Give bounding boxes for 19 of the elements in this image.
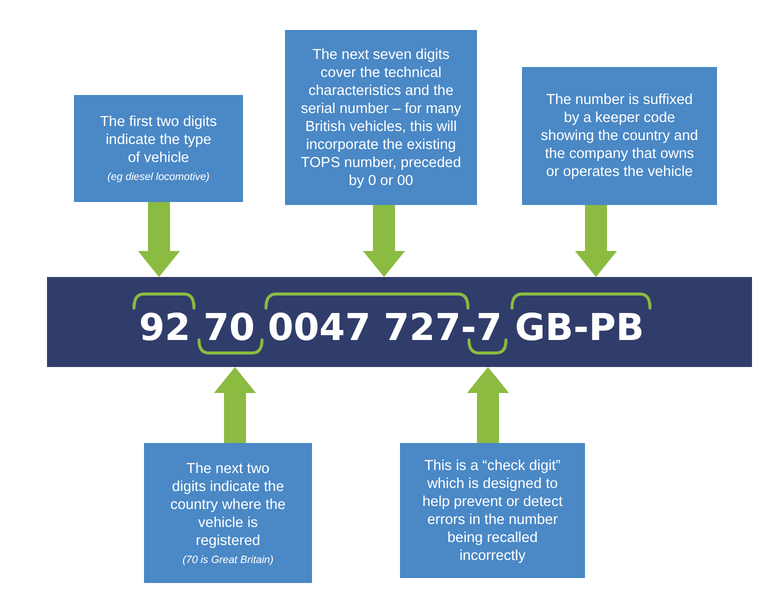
arrow: [363, 205, 405, 277]
number-band: [47, 277, 752, 367]
arrow: [214, 367, 256, 443]
arrow: [575, 205, 617, 277]
description-text: The next seven digits cover the technical characteristics and the serial number – for many British vehicles, this will incorporate the existing TOPS number, preceded by 0 or 00: [300, 46, 462, 190]
description-text: The next two digits indicate the country where the vehicle is registered: [169, 460, 287, 550]
info-box: [285, 30, 477, 205]
info-box: [144, 443, 312, 583]
arrow: [467, 367, 509, 443]
example-note: (eg diesel locomotive): [107, 170, 210, 184]
description-text: The number is suffixed by a keeper code showing the country and the company that owns or operates the vehicle: [540, 91, 698, 181]
info-box: [400, 443, 585, 578]
arrow: [138, 202, 180, 277]
description-text: This is a “check digit” which is designed to help prevent or detect errors in the number being recalled incorrectly: [421, 456, 564, 564]
info-box: [522, 67, 717, 205]
example-note: (70 is Great Britain): [182, 552, 274, 566]
vehicle-number: 92 70 0047 727-7 GB-PB: [139, 309, 644, 346]
description-text: The first two digits indicate the type of vehicle: [99, 113, 218, 167]
info-box: [74, 95, 243, 202]
